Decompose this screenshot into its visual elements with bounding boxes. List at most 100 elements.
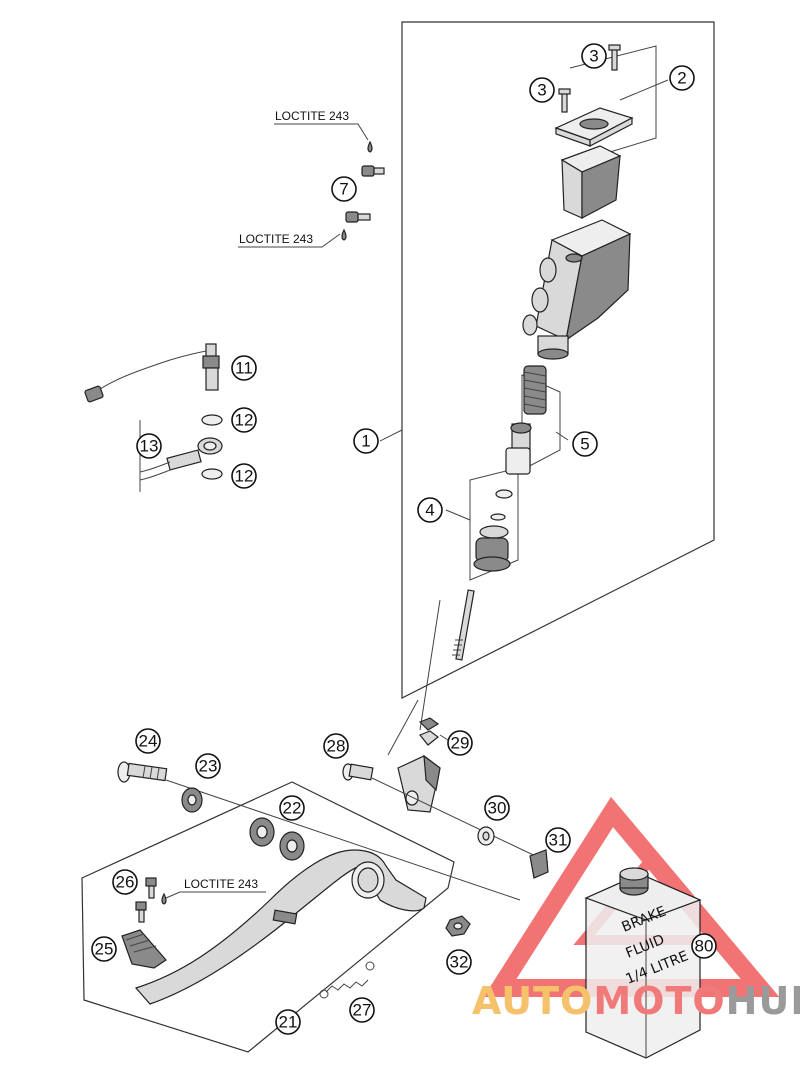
boot (473, 525, 511, 572)
reservoir-cover (554, 107, 634, 147)
guide-line-a (419, 599, 441, 731)
piston-5 (505, 422, 532, 475)
loctite-leader-3b (165, 891, 181, 899)
nut-32 (445, 915, 471, 937)
clevis (397, 754, 441, 813)
washer-12a (201, 414, 223, 426)
axis-line-24 (165, 779, 521, 901)
master-cylinder-body (522, 219, 632, 360)
brake-light-switch-11 (84, 343, 220, 403)
callout-30-label: 30 (488, 799, 507, 818)
bolt-26b (135, 901, 147, 923)
bolt-7b (345, 211, 371, 223)
watermark-part-2: MOTO (593, 979, 725, 1023)
callout-4: 4 (417, 497, 443, 523)
loctite-note-2: LOCTITE 243 (239, 232, 313, 246)
callout-23-label: 23 (199, 757, 218, 776)
callout-27-label: 27 (353, 1001, 372, 1020)
callout-80: 80 (691, 933, 717, 959)
loctite-drop-3 (161, 892, 167, 905)
group-frame-4 (469, 467, 519, 581)
callout-24-label: 24 (139, 732, 158, 751)
callout-11-label: 11 (235, 359, 253, 378)
callout-22: 22 (279, 795, 305, 821)
callout-32: 32 (446, 949, 472, 975)
callout-21: 21 (275, 1009, 301, 1035)
callout-3b: 3 (529, 77, 555, 103)
watermark-text: AUTOMOTOHUB (472, 979, 800, 1023)
callout-25: 25 (91, 936, 117, 962)
pin-28 (342, 763, 374, 781)
callout-1: 1 (353, 428, 379, 454)
callout-13-label: 13 (140, 437, 159, 456)
callout-28-label: 28 (327, 737, 346, 756)
axis-line-28 (371, 777, 549, 863)
callout-28: 28 (323, 733, 349, 759)
callout-7-label: 7 (339, 180, 348, 199)
loctite-note-3: LOCTITE 243 (184, 877, 258, 891)
callout-11: 11 (231, 355, 257, 381)
callout-12a-label: 12 (235, 411, 254, 430)
callout-12a: 12 (231, 407, 257, 433)
callout-25-label: 25 (95, 940, 114, 959)
loctite-drop-2 (341, 228, 347, 241)
banjo-13 (139, 437, 223, 481)
loctite-leader-1 (274, 123, 369, 141)
callout-3a: 3 (581, 43, 607, 69)
seal-ring-a (495, 489, 513, 499)
clip-31 (529, 849, 549, 879)
callout-80-label: 80 (695, 937, 714, 956)
callout-24: 24 (135, 728, 161, 754)
callout-2: 2 (669, 65, 695, 91)
washer-23 (181, 787, 203, 813)
leader-4 (445, 509, 471, 521)
bolt-26a (145, 877, 157, 899)
callout-2-label: 2 (677, 69, 686, 88)
brake-fluid-bottle-80 (584, 867, 702, 1059)
watermark-part-1: AUTO (472, 979, 593, 1023)
leader-1 (379, 429, 403, 442)
screw-3b (558, 88, 571, 113)
spring-5 (523, 365, 547, 415)
callout-22-label: 22 (283, 799, 302, 818)
callout-3a-label: 3 (589, 47, 598, 66)
leader-5 (555, 431, 569, 441)
callout-5: 5 (572, 431, 598, 457)
loctite-note-1: LOCTITE 243 (275, 109, 349, 123)
callout-1-label: 1 (361, 432, 370, 451)
bushing-22a (249, 817, 275, 847)
group-frame-21 (81, 781, 455, 1053)
callout-3b-label: 3 (537, 81, 546, 100)
callout-12b-label: 12 (235, 467, 254, 486)
seal-ring-b (490, 513, 506, 521)
reservoir-body (560, 145, 622, 219)
callout-29: 29 (447, 730, 473, 756)
brake-pedal-21 (134, 849, 427, 1005)
callout-27: 27 (349, 997, 375, 1023)
callout-13: 13 (136, 433, 162, 459)
washer-30 (477, 826, 495, 846)
watermark-part-3: HUB (726, 979, 800, 1023)
callout-26-label: 26 (116, 873, 135, 892)
callout-31: 31 (545, 827, 571, 853)
group-frame-1 (401, 21, 715, 699)
callout-31-label: 31 (549, 831, 568, 850)
callout-4-label: 4 (425, 501, 434, 520)
callout-23: 23 (195, 753, 221, 779)
loctite-leader-2 (238, 233, 341, 248)
callout-7: 7 (331, 176, 357, 202)
callout-30: 30 (484, 795, 510, 821)
guide-line-b (387, 699, 419, 756)
return-spring-27 (319, 961, 375, 999)
loctite-drop-1 (367, 140, 373, 153)
step-plate-25 (121, 929, 167, 969)
callout-32-label: 32 (450, 953, 469, 972)
callout-5-label: 5 (580, 435, 589, 454)
bushing-22b (279, 831, 305, 861)
callout-26: 26 (112, 869, 138, 895)
leader-2 (619, 79, 669, 101)
screw-3a (608, 44, 621, 71)
bolt-7a (361, 165, 385, 177)
